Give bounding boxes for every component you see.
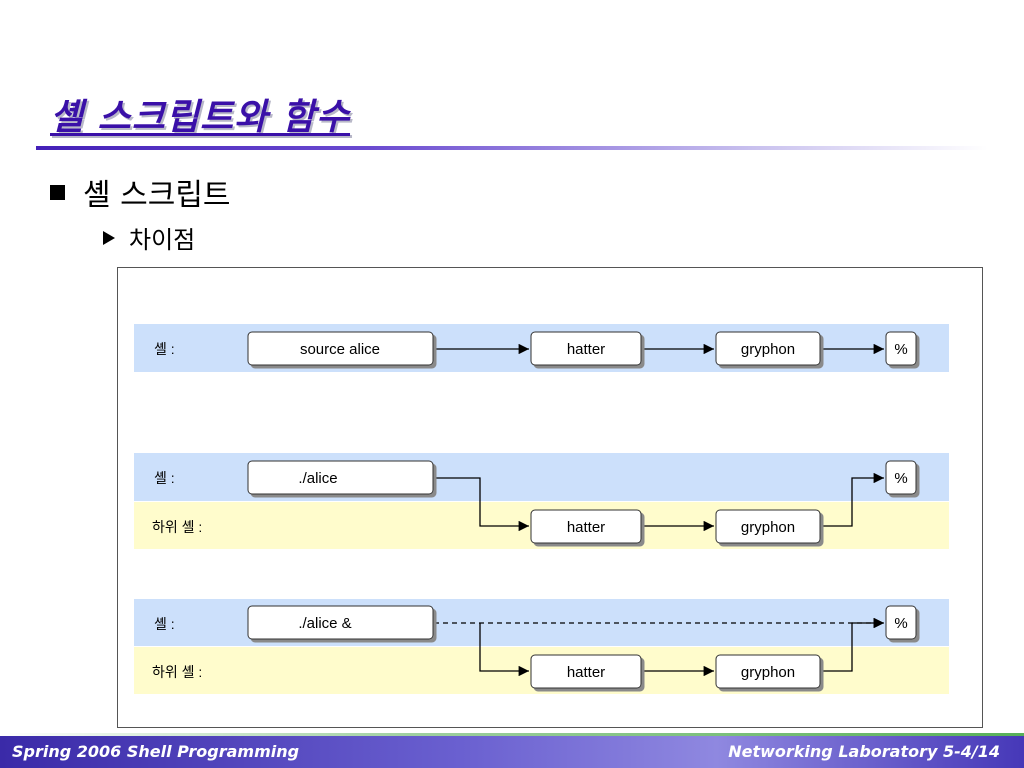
process-box-gryphon-1-label: gryphon: [741, 341, 795, 358]
process-box-hatter-1: hatter: [530, 331, 642, 366]
row-label-shell-3: 셸 :: [154, 616, 175, 632]
footer-course: Spring 2006 Shell Programming: [12, 742, 300, 761]
prompt-box-2-label: %: [894, 470, 907, 487]
process-box-hatter-1-label: hatter: [567, 341, 605, 358]
arrow-gryphon-to-prompt-2: [821, 472, 884, 527]
process-box-hatter-3-label: hatter: [567, 664, 605, 681]
process-diagram: 셸 : 셸 : 하위 셸 : 셸 : 하위 셸 : source alice h…: [134, 324, 949, 694]
prompt-box-1: %: [885, 331, 917, 366]
process-box-source-alice-label: source alice: [300, 341, 380, 358]
process-box-gryphon-3: gryphon: [715, 654, 821, 689]
square-bullet-icon: [50, 184, 65, 200]
process-box-hatter-2-label: hatter: [567, 519, 605, 536]
process-box-gryphon-2: gryphon: [715, 509, 821, 544]
bullet-level1: 셸 스크립트: [50, 170, 231, 214]
row-label-subshell-3: 하위 셸 :: [152, 664, 202, 680]
prompt-box-3-label: %: [894, 615, 907, 632]
process-box-gryphon-3-label: gryphon: [741, 664, 795, 681]
title-divider: [36, 146, 988, 150]
arrow-gryphon-to-prompt-3: [821, 617, 884, 672]
slide-title: 셸 스크립트와 함수: [50, 97, 351, 138]
process-box-gryphon-1: gryphon: [715, 331, 821, 366]
process-box-hatter-3: hatter: [530, 654, 642, 689]
row-label-shell-1: 셸 :: [154, 341, 175, 357]
diagram-frame: 셸 : 셸 : 하위 셸 : 셸 : 하위 셸 : source alice h…: [117, 267, 983, 728]
footer-accent-line: [0, 733, 1024, 736]
prompt-box-3: %: [885, 605, 917, 640]
process-box-source-alice: source alice: [247, 331, 434, 366]
bullet-level2: 차이점: [103, 220, 195, 255]
process-box-alice: ./alice: [247, 460, 434, 495]
triangle-bullet-icon: [103, 230, 115, 245]
process-box-alice-background: ./alice &: [247, 605, 434, 640]
footer-bar: [0, 736, 1024, 768]
arrow-alice-bg-to-hatter: [479, 623, 529, 677]
prompt-box-1-label: %: [894, 341, 907, 358]
row-label-subshell-2: 하위 셸 :: [152, 519, 202, 535]
process-box-hatter-2: hatter: [530, 509, 642, 544]
row-label-shell-2: 셸 :: [154, 470, 175, 486]
arrow-alice-to-hatter: [434, 477, 529, 532]
process-box-alice-label: ./alice: [298, 470, 337, 487]
process-box-gryphon-2-label: gryphon: [741, 519, 795, 536]
process-box-alice-background-label: ./alice &: [298, 615, 351, 632]
bullet-level1-text: 셸 스크립트: [83, 178, 231, 213]
bullet-level2-text: 차이점: [129, 226, 196, 254]
prompt-box-2: %: [885, 460, 917, 495]
footer-page: Networking Laboratory 5-4/14: [728, 742, 1000, 761]
